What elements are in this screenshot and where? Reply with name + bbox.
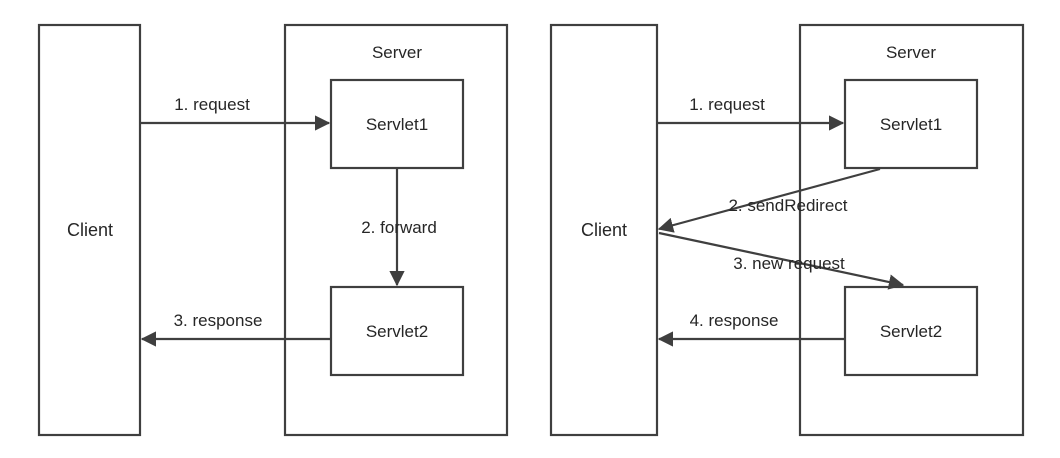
servlet2-label-right: Servlet2 (880, 322, 942, 341)
client-container-right (549, 23, 659, 437)
flow-arrow-sendredirect-right (657, 167, 881, 233)
client-container-left (37, 23, 142, 437)
servlet1-box-left (329, 78, 465, 170)
flow-label-response-left: 3. response (174, 311, 263, 330)
flow-label-sendredirect-right: 2. sendRedirect (728, 196, 847, 215)
client-label-left: Client (67, 220, 113, 240)
servlet2-label-left: Servlet2 (366, 322, 428, 341)
client-label-right: Client (581, 220, 627, 240)
panel-forward (37, 23, 509, 437)
servlet2-box-left (329, 285, 465, 377)
panel-sendredirect (549, 23, 1025, 437)
flow-label-forward-left: 2. forward (361, 218, 437, 237)
server-label-left: Server (372, 43, 422, 62)
flow-label-request-left: 1. request (174, 95, 250, 114)
servlet1-box-right (843, 78, 979, 170)
servlet2-box-right (843, 285, 979, 377)
servlet1-label-left: Servlet1 (366, 115, 428, 134)
flow-label-response-right: 4. response (690, 311, 779, 330)
flow-label-request-right: 1. request (689, 95, 765, 114)
server-label-right: Server (886, 43, 936, 62)
flow-label-new-request-right: 3. new request (733, 254, 845, 273)
flow-arrow-new-request-right (658, 231, 905, 290)
servlet1-label-right: Servlet1 (880, 115, 942, 134)
